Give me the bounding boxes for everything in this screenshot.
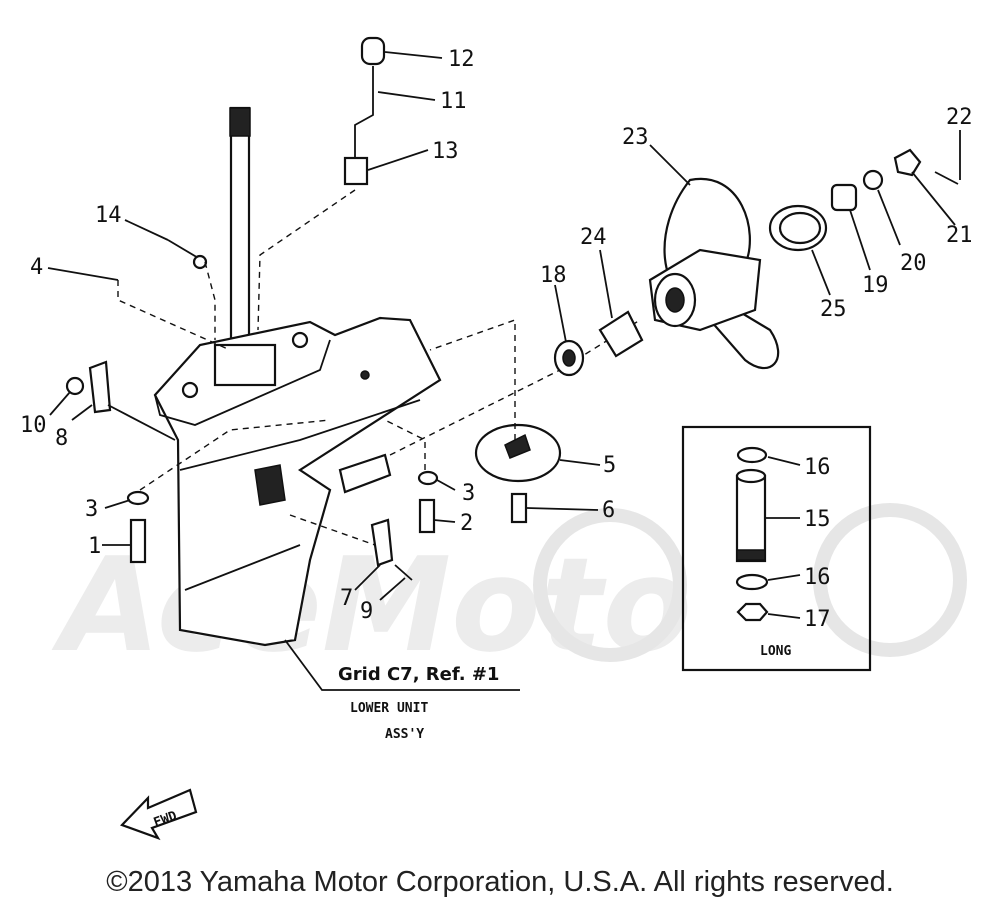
washer-20 xyxy=(862,169,884,191)
callout-24: 24 xyxy=(580,225,607,250)
callout-25: 25 xyxy=(820,297,847,322)
washer-3-right xyxy=(417,470,439,486)
reference-grid: Grid C7, Ref. #1 xyxy=(338,664,499,685)
nut-10 xyxy=(65,376,85,396)
callout-6: 6 xyxy=(602,498,615,523)
callout-16-top: 16 xyxy=(804,455,831,480)
drive-shaft xyxy=(229,106,251,350)
grommet xyxy=(736,602,769,622)
reference-leader xyxy=(284,639,520,691)
callout-20: 20 xyxy=(900,251,927,276)
callout-9: 9 xyxy=(360,599,373,624)
water-pipe xyxy=(354,66,374,160)
callout-13: 13 xyxy=(432,139,459,164)
water-tube-extension xyxy=(735,474,767,563)
forward-arrow-icon: FWD xyxy=(120,788,198,841)
callout-16-bottom: 16 xyxy=(804,565,831,590)
copyright-notice: ©2013 Yamaha Motor Corporation, U.S.A. A… xyxy=(106,866,894,898)
callout-22: 22 xyxy=(946,105,973,130)
screw-9 xyxy=(394,564,413,581)
callout-5: 5 xyxy=(603,453,616,478)
bolt-1 xyxy=(129,518,147,564)
callout-14: 14 xyxy=(95,203,122,228)
o-ring-bottom xyxy=(735,573,769,591)
propeller-23 xyxy=(648,177,780,370)
drain-plug-6 xyxy=(510,492,528,524)
cotter-pin-22 xyxy=(934,171,959,185)
callout-1: 1 xyxy=(88,534,101,559)
callout-15: 15 xyxy=(804,507,831,532)
callout-10: 10 xyxy=(20,413,47,438)
callout-12: 12 xyxy=(448,47,475,72)
lower-unit-housing xyxy=(153,316,442,647)
callout-19: 19 xyxy=(862,273,889,298)
callout-3-left: 3 xyxy=(85,497,98,522)
callout-3-right: 3 xyxy=(462,481,475,506)
callout-18: 18 xyxy=(540,263,567,288)
trim-tab-8 xyxy=(88,360,112,414)
watermark-logo: AceMoto xyxy=(51,503,967,681)
callout-11: 11 xyxy=(440,89,467,114)
clip-7 xyxy=(370,518,394,567)
exploded-view-drawing: AceMoto LONG xyxy=(20,36,973,841)
bolt-2 xyxy=(418,498,436,534)
spacer-19 xyxy=(830,183,858,212)
nut-21 xyxy=(893,148,922,177)
callout-8: 8 xyxy=(55,426,68,451)
callout-4: 4 xyxy=(30,255,43,280)
callout-17: 17 xyxy=(804,607,831,632)
long-shaft-inset-box xyxy=(681,425,872,672)
grommet-12 xyxy=(360,36,386,66)
callout-21: 21 xyxy=(946,223,973,248)
pipe-joint-13 xyxy=(343,156,369,186)
reference-line1: LOWER UNIT xyxy=(350,701,428,716)
callout-2: 2 xyxy=(460,511,473,536)
reference-line2: ASS'Y xyxy=(385,727,424,742)
callout-7: 7 xyxy=(340,586,353,611)
inset-label: LONG xyxy=(760,644,791,659)
o-ring-top xyxy=(736,446,768,464)
washer-3-left xyxy=(126,490,150,506)
spacer-24 xyxy=(598,310,644,358)
callout-23: 23 xyxy=(622,125,649,150)
